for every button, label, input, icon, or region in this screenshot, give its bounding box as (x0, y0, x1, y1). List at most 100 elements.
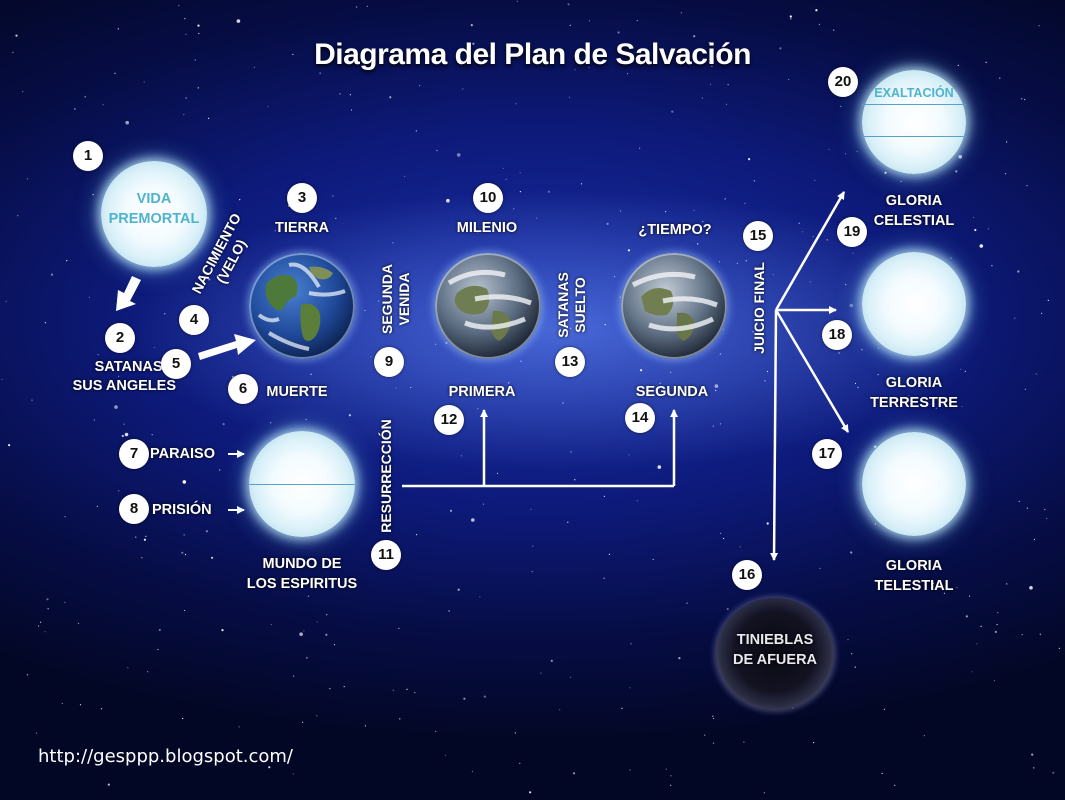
star (151, 434, 153, 436)
star (973, 216, 975, 219)
star (814, 179, 816, 181)
star (1006, 141, 1008, 143)
star (268, 766, 271, 769)
star (532, 545, 534, 547)
star (719, 353, 721, 355)
second-resurrection-label: SEGUNDA (635, 384, 709, 400)
star (613, 275, 616, 278)
star (997, 611, 999, 614)
star (299, 632, 303, 636)
star (107, 783, 110, 786)
star (302, 721, 304, 723)
step-number-6: 6 (228, 374, 258, 404)
star (456, 153, 461, 157)
star (856, 150, 858, 152)
star (333, 644, 336, 646)
star (470, 24, 473, 27)
star (335, 217, 337, 219)
star (568, 96, 571, 98)
star (100, 708, 103, 710)
step-number-13: 13 (555, 347, 585, 377)
star (766, 522, 769, 525)
star (852, 252, 854, 254)
star (712, 425, 714, 427)
star (339, 93, 341, 95)
star (27, 178, 29, 180)
star (118, 375, 120, 377)
star (222, 755, 224, 757)
star (665, 768, 667, 770)
star (508, 382, 510, 384)
star (445, 341, 448, 344)
star (208, 117, 210, 119)
star (1014, 317, 1016, 319)
star (92, 194, 94, 196)
star (117, 28, 119, 30)
star (50, 273, 54, 276)
star (194, 59, 196, 61)
time-globe (621, 253, 727, 359)
star (723, 537, 725, 540)
star (44, 631, 46, 633)
star (961, 406, 963, 408)
star (17, 215, 19, 217)
earth-globe (249, 253, 355, 359)
star (788, 78, 790, 81)
star (671, 110, 674, 113)
star (84, 96, 86, 98)
millennium-globe (435, 253, 541, 359)
star (202, 454, 204, 456)
star (157, 648, 159, 651)
star (567, 521, 569, 523)
star (415, 130, 417, 132)
star (46, 598, 49, 601)
star (697, 243, 699, 245)
exaltation-label: EXALTACIÓN (874, 86, 954, 100)
star (435, 343, 437, 345)
star (636, 20, 638, 22)
star (626, 73, 629, 75)
star (980, 625, 982, 628)
star (178, 5, 180, 7)
star (845, 284, 847, 286)
star (88, 296, 90, 298)
star (974, 228, 977, 232)
spirit-world-label: MUNDO DE LOS ESPIRITUS (246, 556, 358, 592)
star (877, 347, 880, 349)
star (766, 370, 769, 373)
star (812, 236, 814, 238)
step-number-11: 11 (371, 540, 401, 570)
star (395, 387, 397, 389)
star (764, 380, 766, 382)
star (398, 627, 400, 630)
star (567, 3, 570, 6)
step-number-2: 2 (105, 323, 135, 353)
earth-label: TIERRA (275, 220, 329, 236)
star (399, 718, 401, 720)
star (349, 94, 351, 96)
star (574, 69, 576, 71)
star (1046, 517, 1048, 520)
star (293, 675, 295, 677)
star (588, 66, 590, 69)
star (606, 222, 609, 225)
exaltation-divider-bottom (862, 136, 966, 137)
star (348, 414, 351, 417)
star (274, 230, 276, 232)
star (617, 31, 620, 34)
star (307, 595, 310, 597)
star (182, 717, 184, 720)
star (143, 538, 146, 541)
star (574, 479, 576, 481)
step-number-20: 20 (828, 67, 858, 97)
star (693, 209, 695, 212)
star (572, 772, 576, 775)
star (446, 198, 450, 203)
star (604, 324, 606, 326)
judgment-celestial-arrow (774, 191, 846, 311)
star (221, 629, 224, 632)
star (772, 274, 775, 276)
star (636, 500, 638, 502)
